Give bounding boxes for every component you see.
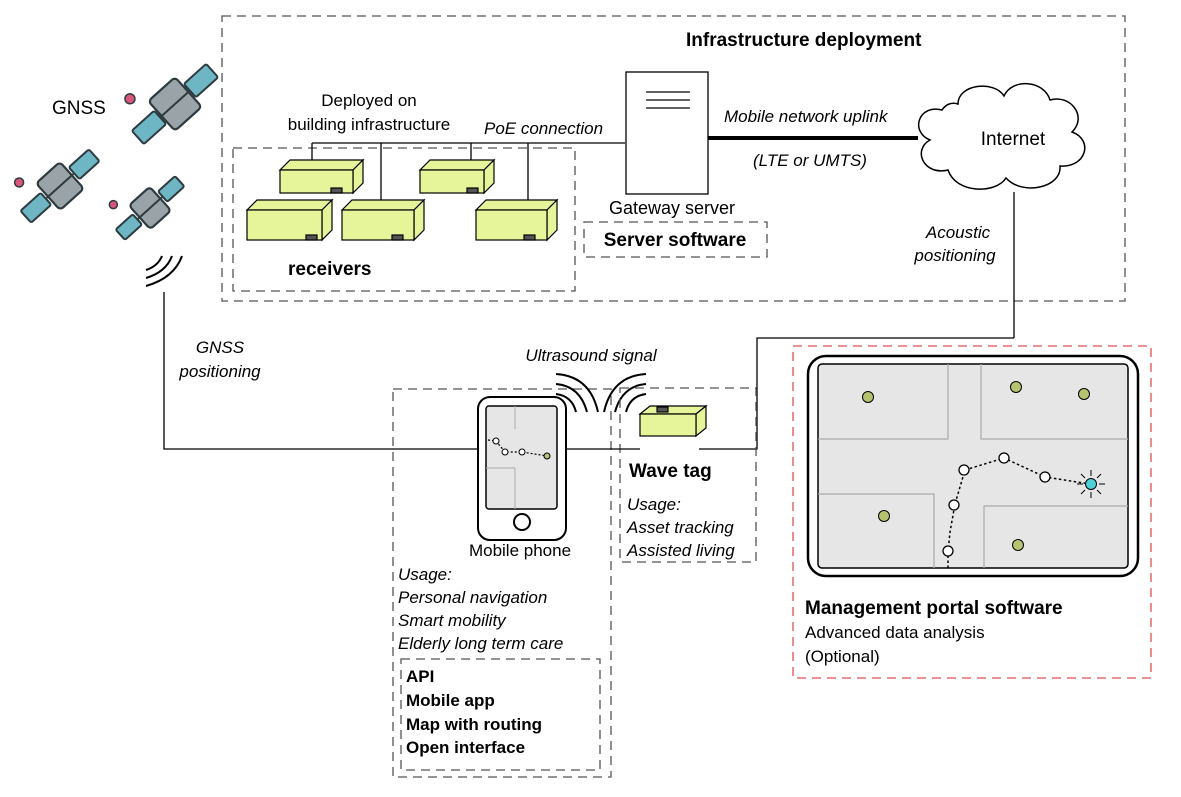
mobile-phone-icon [477, 396, 567, 541]
receiver-wiring [311, 142, 625, 200]
gateway-server-label: Gateway server [609, 198, 735, 218]
server-software-label: Server software [604, 230, 747, 251]
phone-usage-item: Elderly long term care [398, 634, 563, 653]
receiver-unit-1 [278, 158, 365, 195]
receiver-unit-3 [245, 198, 334, 242]
portal-map-icon [806, 354, 1140, 578]
uplink-label: Mobile network uplink [724, 107, 889, 126]
phone-section-box [392, 388, 612, 778]
deployed-note-line1: Deployed on [321, 91, 416, 110]
wave-tag-label: Wave tag [629, 461, 712, 482]
phone-usage-heading: Usage: [398, 565, 452, 584]
receiver-unit-5 [474, 198, 559, 242]
phone-feature-item: Open interface [406, 738, 525, 757]
phone-features-box [400, 658, 601, 771]
internet-to-tag-line [699, 337, 1014, 450]
ultrasound-wave-icon [555, 373, 647, 413]
phone-usage-item: Personal navigation [398, 588, 547, 607]
satellite-large-icon [124, 63, 219, 145]
tag-usage-item: Assisted living [626, 541, 735, 560]
portal-optional-note: (Optional) [805, 647, 880, 666]
mobile-phone-label: Mobile phone [469, 541, 571, 560]
acoustic-positioning-line1: Acoustic [925, 223, 991, 242]
acoustic-positioning-line2: positioning [913, 246, 996, 265]
receivers-label: receivers [288, 259, 371, 280]
phone-usage-item: Smart mobility [398, 611, 507, 630]
deployed-note-line2: building infrastructure [288, 115, 451, 134]
gnss-to-phone-line [163, 292, 480, 450]
wave-tag-section-box [619, 387, 757, 563]
satellite-small-icon [108, 175, 185, 241]
server-software-box [583, 221, 768, 258]
portal-title: Management portal software [805, 598, 1063, 619]
portal-description: Advanced data analysis [805, 623, 985, 642]
receiver-unit-4 [340, 198, 426, 242]
ultrasound-label: Ultrasound signal [525, 346, 658, 365]
gateway-server-slots [646, 91, 690, 109]
gnss-positioning-line2: positioning [178, 362, 261, 381]
infrastructure-box [221, 15, 1126, 302]
internet-label: Internet [981, 129, 1046, 150]
gateway-server-icon [625, 71, 709, 195]
tag-usage-item: Asset tracking [626, 518, 734, 537]
phone-feature-item: Map with routing [406, 715, 542, 734]
receiver-unit-2 [418, 158, 496, 195]
tag-usage-heading: Usage: [627, 495, 681, 514]
gnss-label: GNSS [52, 98, 106, 119]
uplink-tech-label: (LTE or UMTS) [753, 151, 867, 170]
poe-label: PoE connection [484, 119, 603, 138]
phone-feature-item: Mobile app [406, 691, 495, 710]
gnss-positioning-line1: GNSS [196, 338, 245, 357]
gnss-signal-icon [145, 255, 183, 287]
satellite-left-icon [13, 149, 100, 223]
internet-cloud-icon [918, 82, 1086, 190]
receivers-box [232, 147, 576, 292]
infrastructure-title: Infrastructure deployment [686, 30, 922, 51]
phone-feature-item: API [406, 667, 434, 686]
wave-tag-icon [638, 404, 708, 438]
